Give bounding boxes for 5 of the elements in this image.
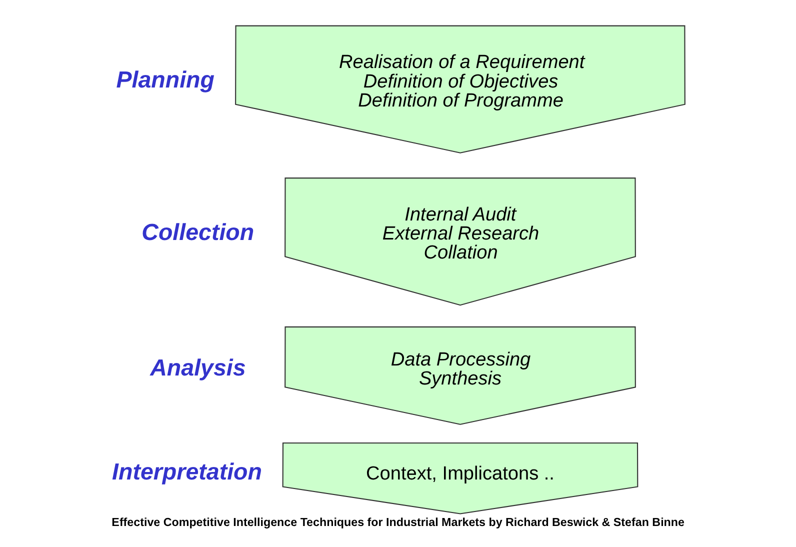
node-label: Planning (116, 66, 214, 92)
node-label: Collection (142, 218, 254, 245)
node-label: Interpretation (112, 458, 262, 485)
node-label: Analysis (150, 354, 246, 380)
caption: Effective Competitive Intelligence Techniques for Industrial Markets by Richard Beswick & Stefan Binne (112, 516, 684, 529)
